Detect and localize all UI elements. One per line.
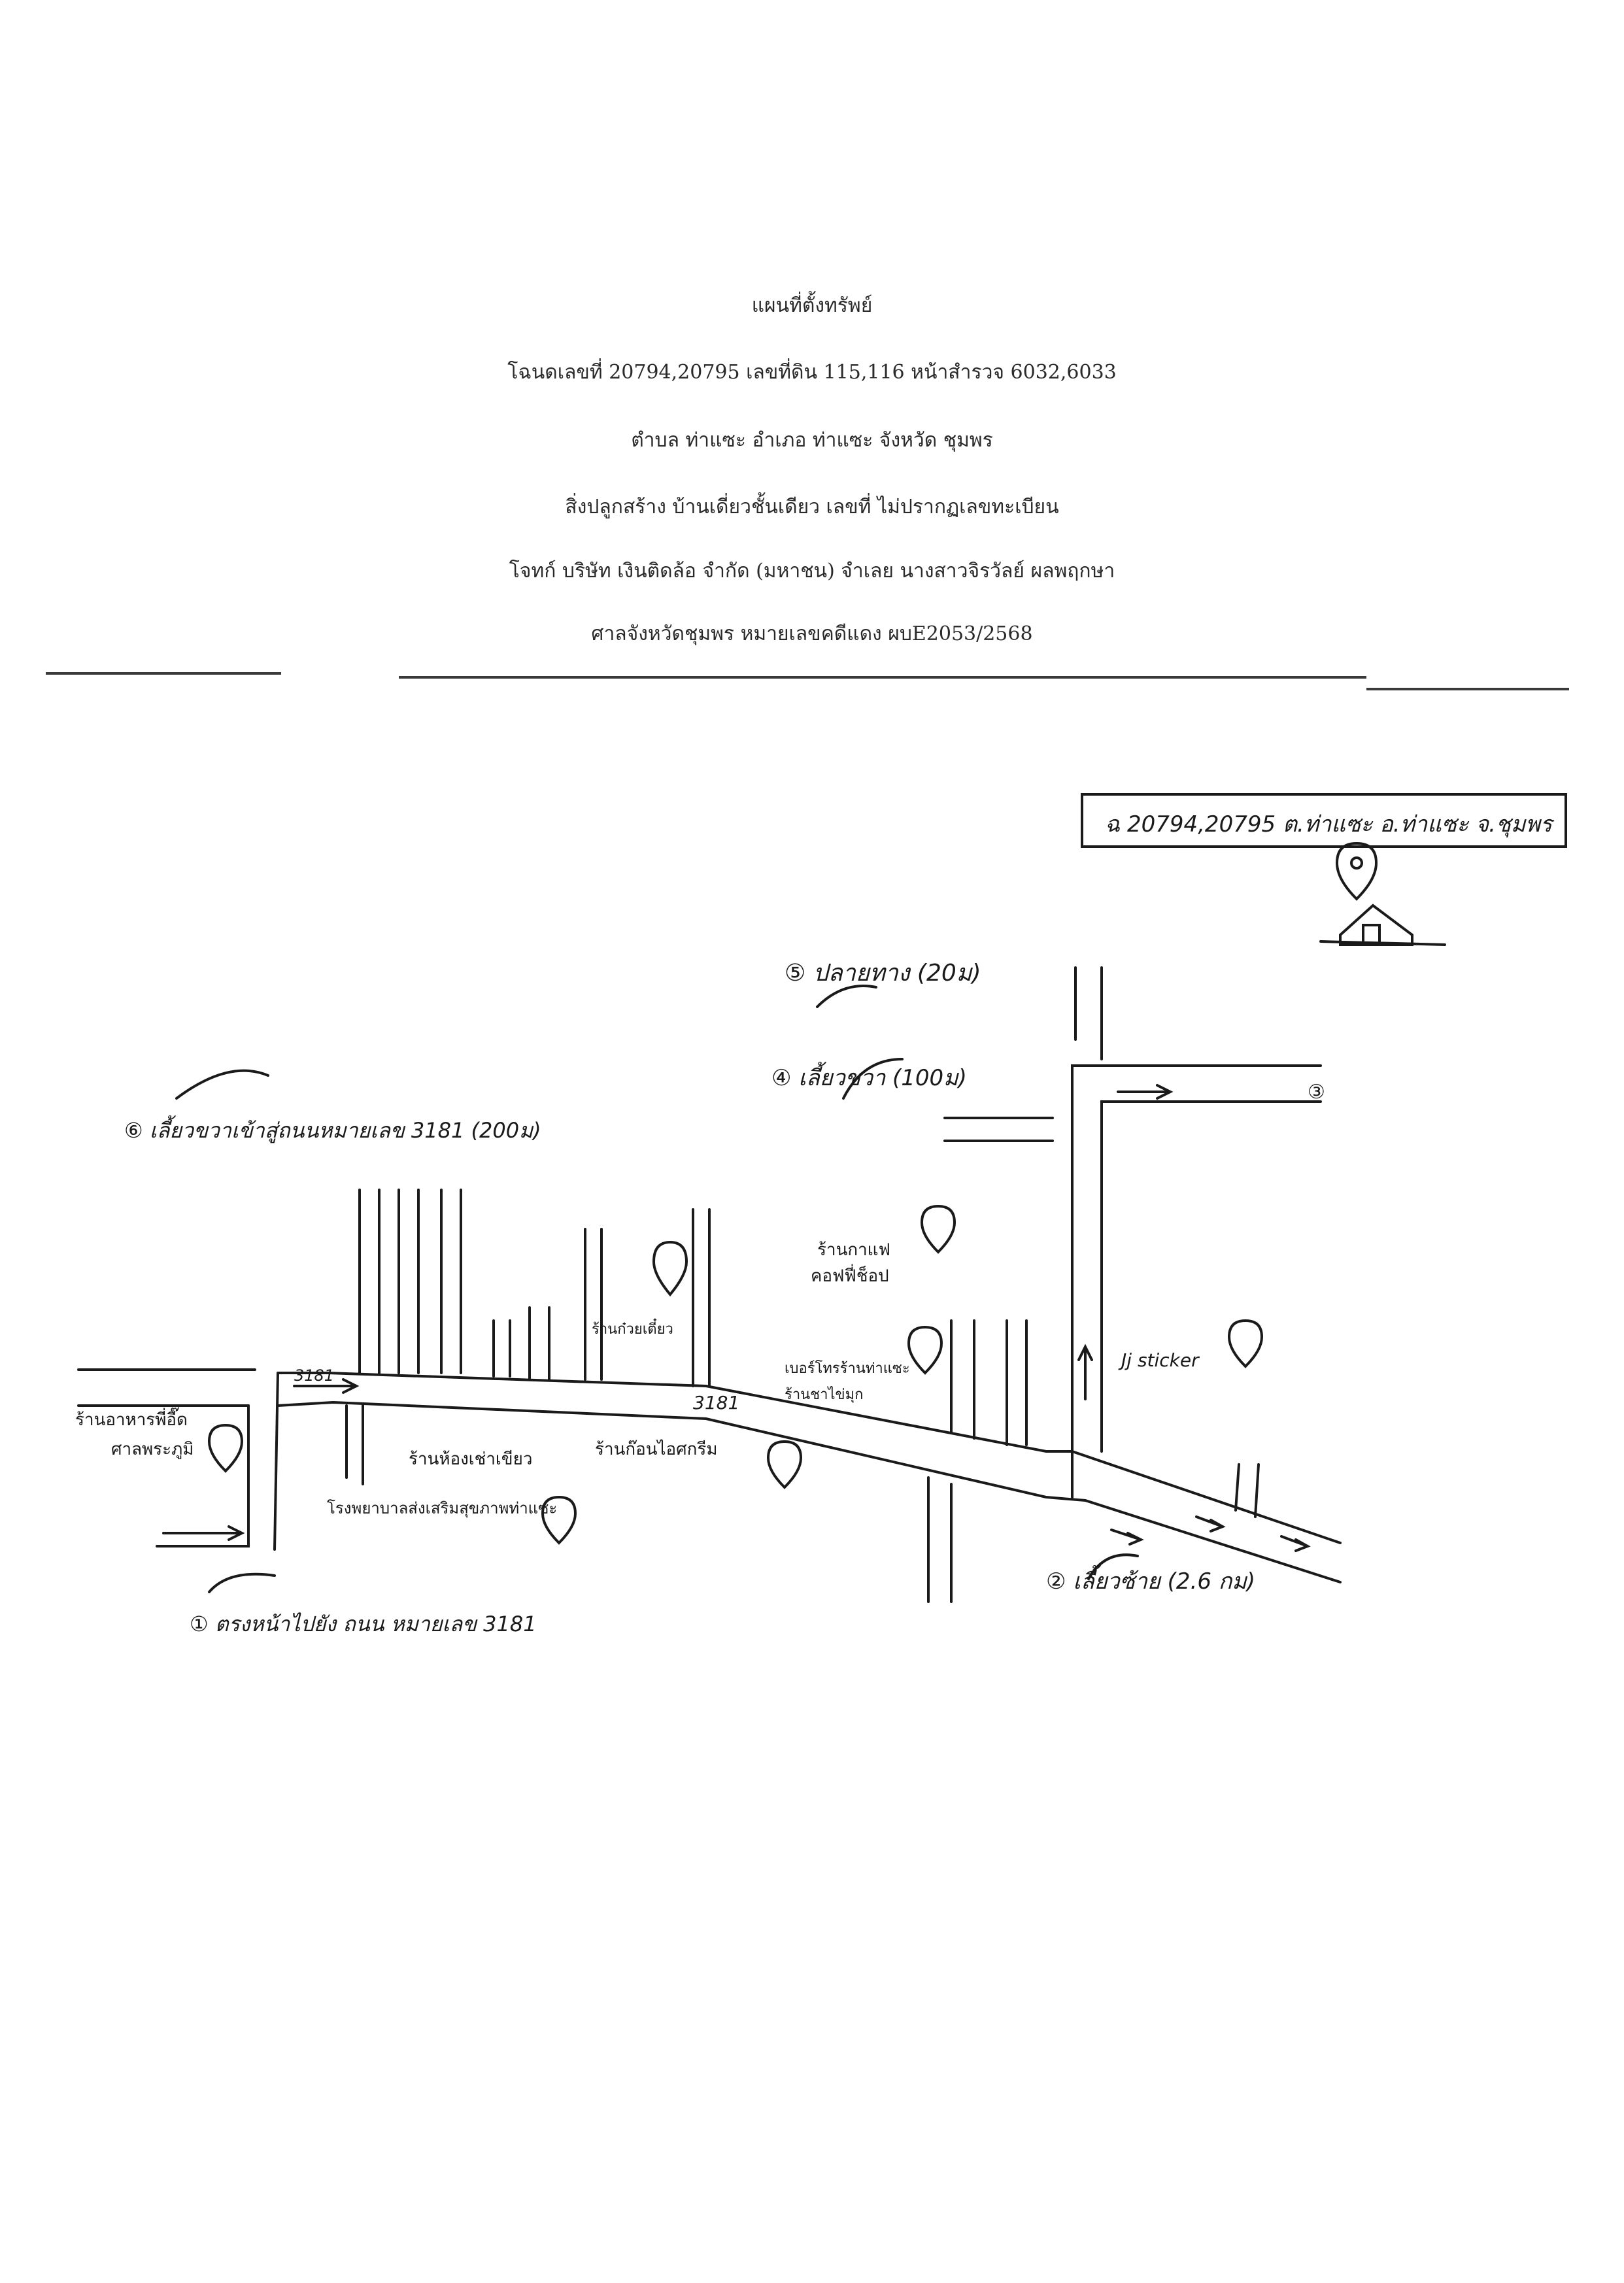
location-info: ตำบล ท่าแซะ อำเภอ ท่าแซะ จังหวัด ชุมพร bbox=[631, 429, 993, 452]
main-road-top-edge bbox=[277, 1372, 1342, 1544]
step-3-label: ③ bbox=[1308, 1081, 1325, 1104]
dest-road-left bbox=[1071, 1064, 1322, 1498]
landmark-shop-e: เบอร์โทรร้านท่าแซะ bbox=[785, 1360, 910, 1377]
step-6-label: ⑥ เลี้ยวขวาเข้าสู่ถนนหมายเลข 3181 (200ม) bbox=[124, 1115, 541, 1143]
destination-pin-icon bbox=[1335, 841, 1378, 901]
start-connector-2 bbox=[273, 1372, 279, 1551]
court-case-number: ศาลจังหวัดชุมพร หมายเลขคดีแดง ผบE2053/25… bbox=[591, 622, 1033, 645]
step-2-label: ② เลี้ยวซ้าย (2.6 กม) bbox=[1046, 1564, 1255, 1595]
deed-info: โฉนดเลขที่ 20794,20795 เลขที่ดิน 115,116… bbox=[507, 361, 1117, 384]
dest-road-right bbox=[1100, 1100, 1322, 1453]
landmark-left-shop-1: ร้านอาหารพี่อี๊ด bbox=[75, 1407, 188, 1430]
house-icon bbox=[1319, 904, 1446, 946]
step-4-label: ④ เลี้ยวขวา (100ม) bbox=[771, 1061, 967, 1091]
landmark-sticker: Jj sticker bbox=[1118, 1349, 1200, 1371]
hand-drawn-map: ฉ 20794,20795 ต.ท่าแซะ อ.ท่าแซะ จ.ชุมพร … bbox=[75, 793, 1567, 1636]
landmark-shop-b: ร้านก๊อนไอศกรีม bbox=[595, 1439, 718, 1459]
property-box bbox=[1081, 793, 1567, 848]
header-divider-right bbox=[1366, 688, 1569, 690]
map-title: แผนที่ตั้งทรัพย์ bbox=[751, 294, 873, 317]
case-parties: โจทก์ บริษัท เงินติดล้อ จำกัด (มหาชน) จำ… bbox=[509, 560, 1115, 583]
step-5-label: ⑤ ปลายทาง (20ม) bbox=[785, 960, 981, 987]
landmark-shop-c: ร้านชาไข่มุก bbox=[785, 1386, 863, 1403]
start-connector bbox=[156, 1404, 250, 1547]
landmark-hospital: โรงพยาบาลส่งเสริมสุขภาพท่าแซะ bbox=[327, 1499, 557, 1518]
property-box-label: ฉ 20794,20795 ต.ท่าแซะ อ.ท่าแซะ จ.ชุมพร bbox=[1105, 811, 1555, 837]
landmark-shop-d1: ร้านกาแฟ bbox=[817, 1240, 890, 1260]
step-1-label: ① ตรงหน้าไปยัง ถนน หมายเลข 3181 bbox=[190, 1612, 537, 1636]
landmark-pharmacy: ร้านห้องเช่าเขียว bbox=[409, 1449, 532, 1469]
main-road-bottom-edge bbox=[277, 1400, 1342, 1583]
road-number-label-left: 3181 bbox=[294, 1366, 334, 1385]
header-divider-main bbox=[399, 676, 1366, 679]
header-divider-left bbox=[46, 672, 281, 675]
landmark-left-shop-2: ศาลพระภูมิ bbox=[111, 1440, 194, 1459]
landmark-shop-d2: คอฟฟี่ช็อป bbox=[811, 1264, 889, 1286]
road-number-label: 3181 bbox=[693, 1392, 739, 1413]
landmark-mid-shop: ร้านก๋วยเตี๋ยว bbox=[592, 1318, 673, 1338]
building-info: สิ่งปลูกสร้าง บ้านเดี่ยวชั้นเดียว เลขที่… bbox=[565, 496, 1059, 518]
